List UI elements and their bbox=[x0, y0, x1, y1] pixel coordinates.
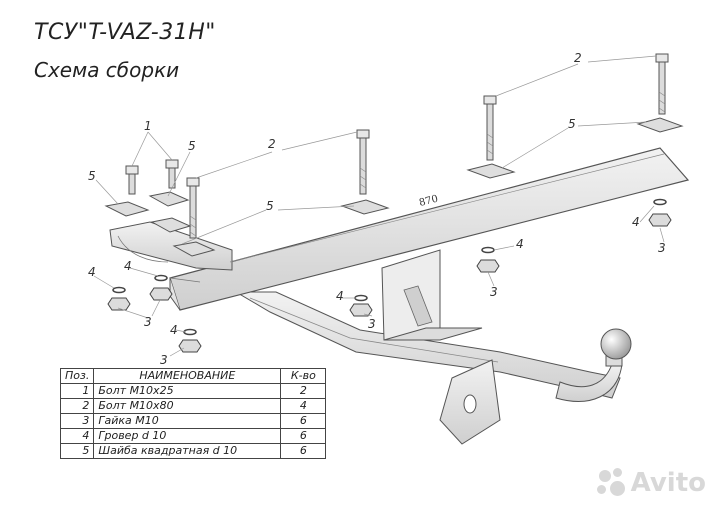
watermark-text: Avito bbox=[630, 468, 706, 498]
row-qty: 6 bbox=[280, 413, 327, 429]
bolt-m10x80-b bbox=[483, 95, 497, 161]
bolt-m10x25-b bbox=[165, 159, 179, 189]
avito-logo-icon bbox=[596, 468, 627, 498]
callout-3-a: 3 bbox=[144, 315, 152, 329]
row-name: Шайба квадратная d 10 bbox=[93, 443, 282, 459]
callout-5-a: 5 bbox=[88, 169, 96, 183]
row-name: Гровер d 10 bbox=[93, 428, 282, 444]
callout-4-f: 4 bbox=[632, 215, 640, 229]
row-pos: 2 bbox=[59, 398, 95, 414]
callout-5-d: 5 bbox=[568, 117, 576, 131]
callout-4-e: 4 bbox=[516, 237, 524, 251]
row-qty: 6 bbox=[280, 443, 327, 459]
table-header-row: Поз. НАИМЕНОВАНИЕ К-во bbox=[59, 368, 327, 384]
callout-labels: 1 2 2 5 5 5 5 4 4 4 4 4 4 3 3 3 3 3 bbox=[88, 51, 666, 367]
bolt-m10x25-a bbox=[125, 165, 139, 195]
callout-2-left: 2 bbox=[268, 137, 276, 151]
avito-watermark: Avito bbox=[596, 468, 706, 498]
table-row: 4 Гровер d 10 6 bbox=[59, 428, 327, 444]
callout-4-d: 4 bbox=[336, 289, 344, 303]
leader-lines bbox=[93, 55, 665, 357]
tow-ball bbox=[555, 328, 632, 402]
callout-4-c: 4 bbox=[170, 323, 178, 337]
square-washers bbox=[104, 117, 684, 257]
dimension-870: 870 bbox=[229, 153, 665, 263]
row-pos: 1 bbox=[59, 383, 95, 399]
callout-4-a: 4 bbox=[88, 265, 96, 279]
bolt-m10x80-c bbox=[655, 53, 669, 115]
row-pos: 4 bbox=[59, 428, 95, 444]
row-name: Гайка М10 bbox=[93, 413, 282, 429]
callout-4-b: 4 bbox=[124, 259, 132, 273]
header-pos: Поз. bbox=[59, 368, 95, 384]
row-pos: 5 bbox=[59, 443, 95, 459]
callout-3-c: 3 bbox=[368, 317, 376, 331]
hitch-tube bbox=[234, 291, 621, 399]
header-name: НАИМЕНОВАНИЕ bbox=[93, 368, 282, 384]
parts-table: Поз. НАИМЕНОВАНИЕ К-во 1 Болт М10х25 2 2… bbox=[59, 368, 327, 459]
callout-2-right: 2 bbox=[574, 51, 582, 65]
row-name: Болт М10х25 bbox=[93, 383, 282, 399]
drawing-subtitle: Схема сборки bbox=[34, 58, 180, 82]
table-row: 3 Гайка М10 6 bbox=[59, 413, 327, 429]
row-qty: 6 bbox=[280, 428, 327, 444]
dimension-label: 870 bbox=[418, 194, 439, 209]
left-bracket bbox=[109, 221, 233, 271]
header-qty: К-во bbox=[280, 368, 327, 384]
row-name: Болт М10х80 bbox=[93, 398, 282, 414]
callout-3-e: 3 bbox=[658, 241, 666, 255]
nuts bbox=[107, 213, 672, 353]
bolt-m10x80-d bbox=[186, 177, 200, 239]
row-pos: 3 bbox=[59, 413, 95, 429]
callout-3-d: 3 bbox=[490, 285, 498, 299]
spring-washers bbox=[112, 198, 667, 336]
table-row: 1 Болт М10х25 2 bbox=[59, 383, 327, 399]
row-qty: 4 bbox=[280, 398, 327, 414]
center-bracket bbox=[381, 249, 483, 341]
cross-beam bbox=[169, 147, 690, 311]
callout-3-b: 3 bbox=[160, 353, 168, 367]
row-qty: 2 bbox=[280, 383, 327, 399]
drawing-title: ТСУ"T-VAZ-31H" bbox=[34, 20, 216, 45]
callout-1: 1 bbox=[144, 119, 152, 133]
table-row: 5 Шайба квадратная d 10 6 bbox=[59, 443, 327, 459]
bolt-m10x80-a bbox=[356, 129, 370, 195]
callout-5-c: 5 bbox=[266, 199, 274, 213]
callout-5-b: 5 bbox=[188, 139, 196, 153]
table-row: 2 Болт М10х80 4 bbox=[59, 398, 327, 414]
mounting-plate bbox=[439, 359, 501, 445]
